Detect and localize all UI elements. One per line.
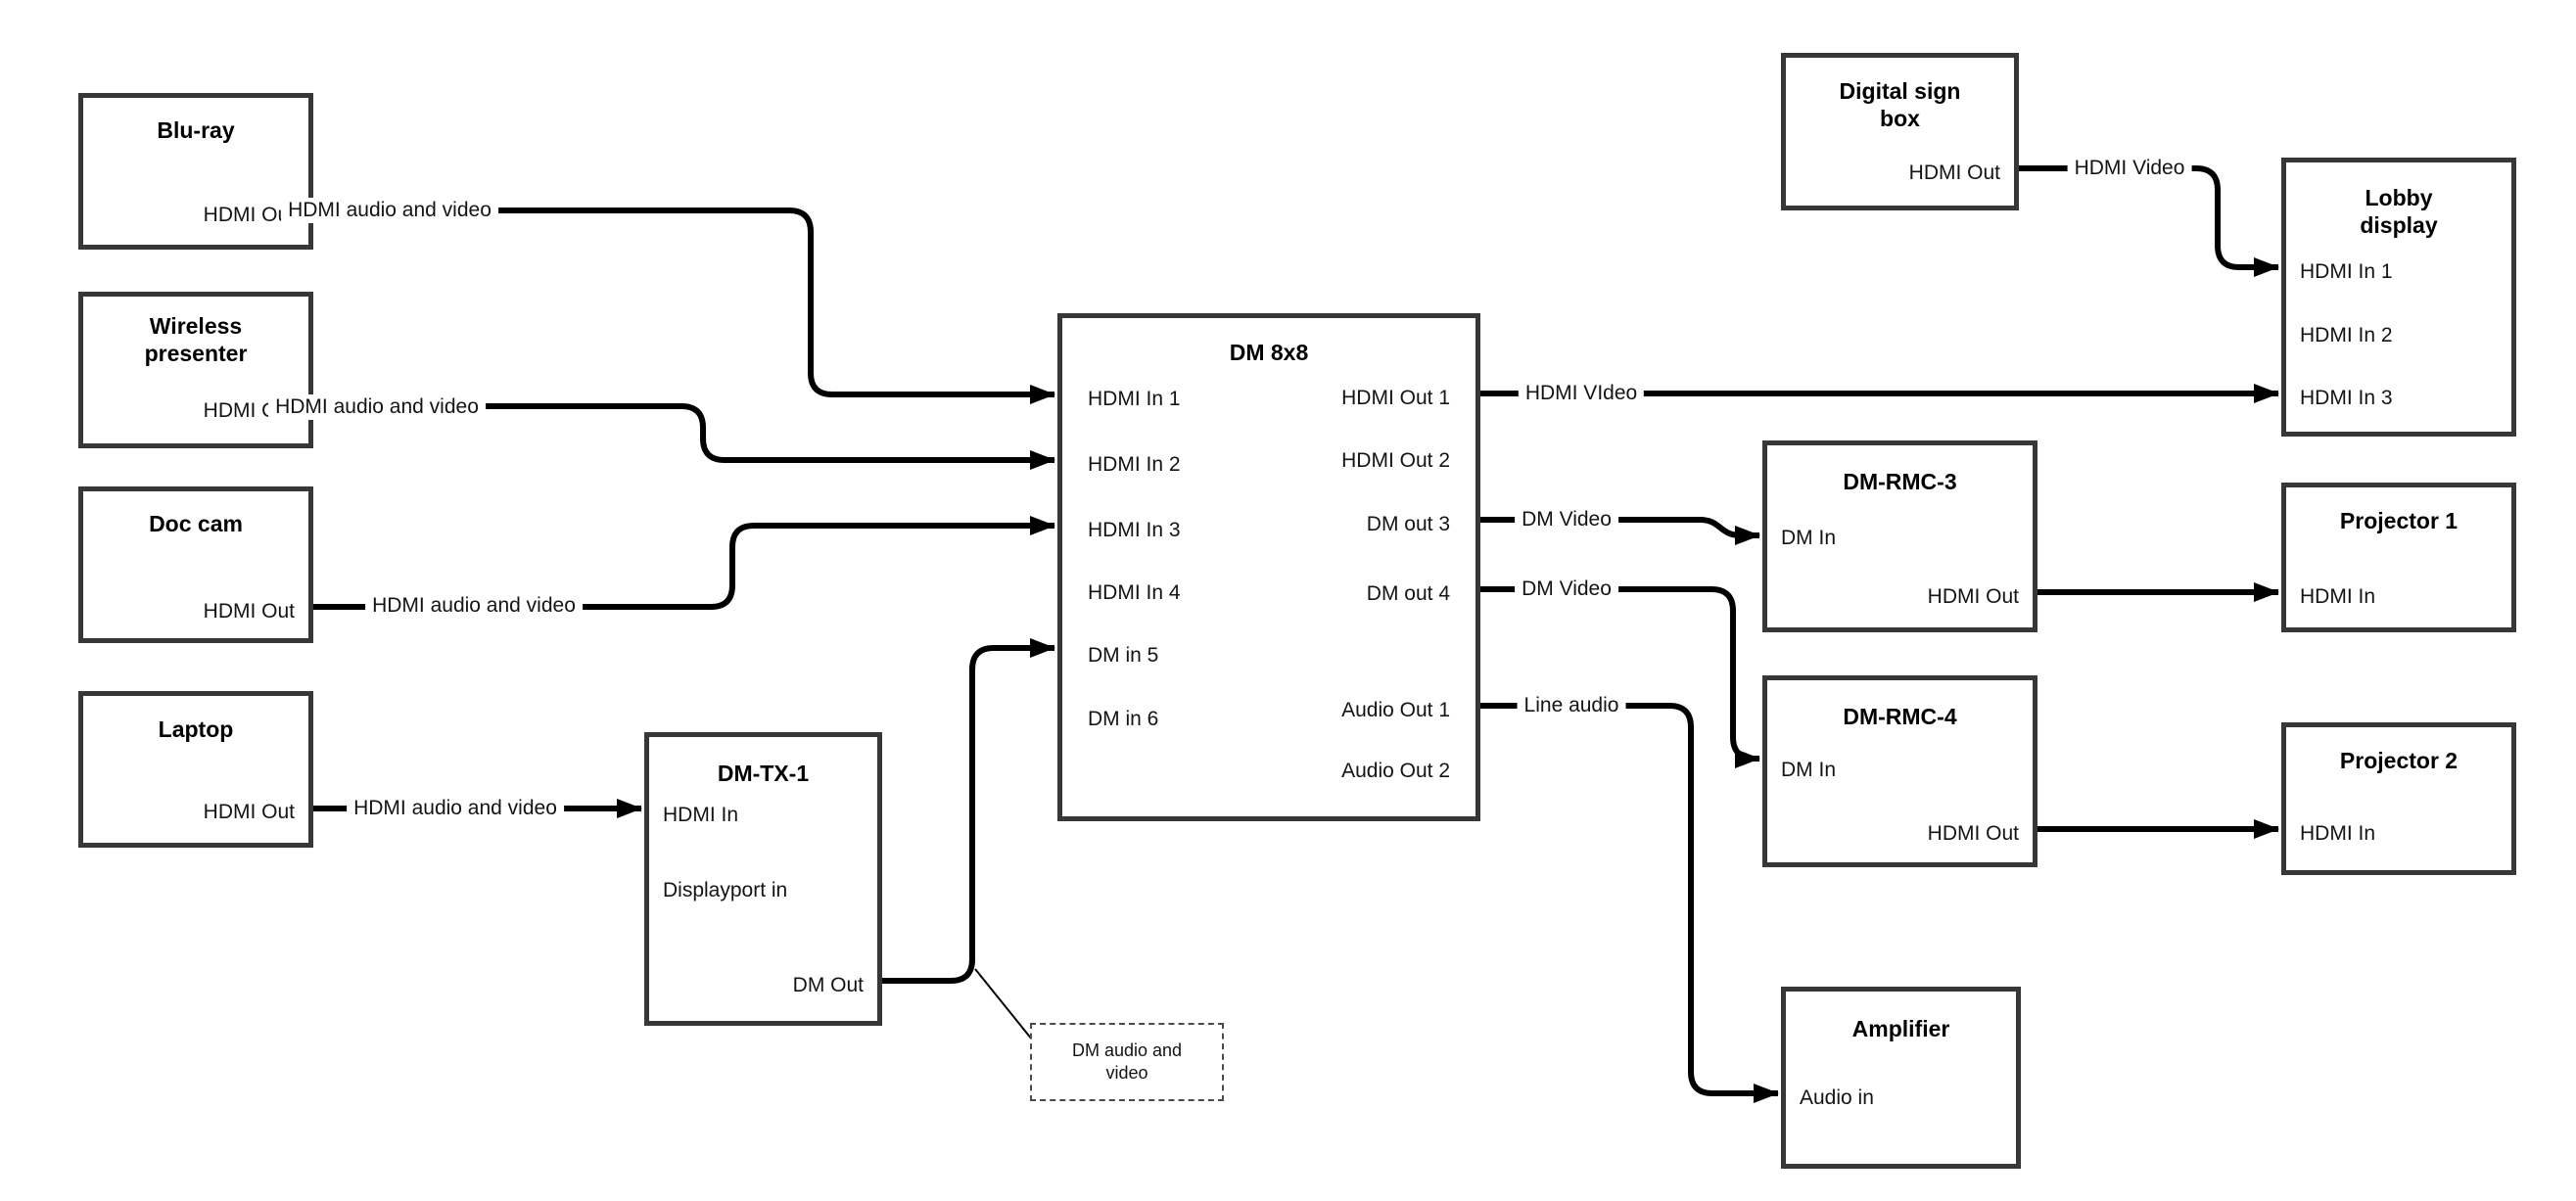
node-title: Doc cam — [149, 511, 243, 536]
wire-doccam-to-dm8x8-in3 — [313, 516, 1055, 610]
node-dm-tx-1: DM-TX-1 HDMI In Displayport in DM Out — [644, 732, 882, 1026]
port-hdmi-out: HDMI Out — [1927, 585, 2019, 608]
wire-label-hdmi-audio-video-4: HDMI audio and video — [347, 796, 564, 821]
node-title: Digital sign box — [1839, 78, 1961, 131]
port-audio-in: Audio in — [1800, 1086, 1874, 1109]
port-hdmi-in-1: HDMI In 1 — [1088, 388, 1181, 410]
wire-label-dm-video-2: DM Video — [1515, 577, 1618, 602]
port-dm-in-6: DM in 6 — [1088, 708, 1159, 730]
wire-dm8x8-audioout1-to-amp — [1480, 703, 1779, 1103]
node-laptop: Laptop HDMI Out — [78, 691, 313, 848]
wire-dmtx1-to-dm8x8-in5 — [882, 638, 1055, 984]
wire-bluray-to-dm8x8-in1 — [313, 208, 1055, 404]
node-title: DM 8x8 — [1229, 340, 1309, 365]
node-title: DM-TX-1 — [717, 761, 810, 786]
port-hdmi-in: HDMI In — [2300, 822, 2376, 845]
port-hdmi-out-1: HDMI Out 1 — [1341, 387, 1450, 409]
node-dm-rmc-4: DM-RMC-4 DM In HDMI Out — [1762, 675, 2037, 867]
port-hdmi-out: HDMI Out — [1927, 822, 2019, 845]
wire-dm8x8-out3-to-dmrmc3 — [1480, 517, 1760, 545]
annotation-leader-line — [974, 968, 1033, 1040]
wire-label-hdmi-video-out1: HDMI VIdeo — [1518, 381, 1645, 406]
wire-label-hdmi-audio-video-1: HDMI audio and video — [281, 198, 498, 223]
node-dm-8x8: DM 8x8 HDMI In 1 HDMI In 2 HDMI In 3 HDM… — [1057, 313, 1480, 821]
node-title: Laptop — [158, 716, 234, 742]
port-dm-out-4: DM out 4 — [1366, 582, 1450, 605]
port-hdmi-out-2: HDMI Out 2 — [1341, 449, 1450, 472]
port-hdmi-in-4: HDMI In 4 — [1088, 581, 1181, 604]
node-amplifier: Amplifier Audio in — [1781, 987, 2021, 1169]
node-doc-cam: Doc cam HDMI Out — [78, 486, 313, 643]
port-dm-in-5: DM in 5 — [1088, 644, 1159, 667]
port-hdmi-out: HDMI Out — [203, 204, 295, 226]
node-title: DM-RMC-3 — [1843, 469, 1957, 494]
port-hdmi-in-1: HDMI In 1 — [2300, 260, 2393, 283]
port-dm-out-3: DM out 3 — [1366, 513, 1450, 535]
port-hdmi-out: HDMI Out — [1908, 162, 2000, 184]
port-hdmi-in-2: HDMI In 2 — [1088, 453, 1181, 476]
node-projector-2: Projector 2 HDMI In — [2281, 722, 2516, 875]
port-displayport-in: Displayport in — [663, 879, 788, 901]
node-digital-sign-box: Digital sign box HDMI Out — [1781, 53, 2019, 210]
wire-label-hdmi-audio-video-3: HDMI audio and video — [365, 593, 583, 619]
wire-label-dm-video-1: DM Video — [1515, 507, 1618, 532]
node-title: Amplifier — [1851, 1016, 1950, 1041]
node-title: Projector 2 — [2339, 748, 2459, 773]
port-hdmi-in-3: HDMI In 3 — [2300, 387, 2393, 409]
wire-label-line-audio: Line audio — [1517, 693, 1626, 718]
node-dm-rmc-3: DM-RMC-3 DM In HDMI Out — [1762, 440, 2037, 632]
port-audio-out-2: Audio Out 2 — [1341, 760, 1450, 782]
node-blu-ray: Blu-ray HDMI Out — [78, 93, 313, 250]
port-hdmi-in: HDMI In — [2300, 585, 2376, 608]
node-projector-1: Projector 1 HDMI In — [2281, 483, 2516, 632]
node-title: Wireless presenter — [144, 313, 248, 366]
port-hdmi-out: HDMI Out — [203, 600, 295, 623]
port-dm-in: DM In — [1781, 527, 1837, 549]
wire-dm8x8-out4-to-dmrmc4 — [1480, 586, 1760, 768]
node-title: Projector 1 — [2339, 508, 2459, 533]
port-dm-in: DM In — [1781, 759, 1837, 781]
port-hdmi-in-3: HDMI In 3 — [1088, 519, 1181, 541]
wire-label-hdmi-video-digisign: HDMI Video — [2067, 156, 2192, 181]
annotation-dm-audio-video: DM audio and video — [1030, 1023, 1224, 1101]
wire-wireless-to-dm8x8-in2 — [313, 403, 1055, 470]
wire-label-hdmi-audio-video-2: HDMI audio and video — [268, 394, 486, 420]
wire-digisign-to-lobby-in1 — [2019, 165, 2279, 277]
port-hdmi-in-2: HDMI In 2 — [2300, 324, 2393, 346]
node-wireless-presenter: Wireless presenter HDMI Out — [78, 292, 313, 448]
port-hdmi-in: HDMI In — [663, 804, 739, 826]
node-title: DM-RMC-4 — [1843, 704, 1957, 729]
node-lobby-display: Lobby display HDMI In 1 HDMI In 2 HDMI I… — [2281, 158, 2516, 437]
node-title: Lobby display — [2360, 185, 2438, 238]
port-audio-out-1: Audio Out 1 — [1341, 699, 1450, 721]
port-hdmi-out: HDMI Out — [203, 801, 295, 823]
port-dm-out: DM Out — [792, 974, 864, 996]
node-title: Blu-ray — [157, 117, 235, 143]
